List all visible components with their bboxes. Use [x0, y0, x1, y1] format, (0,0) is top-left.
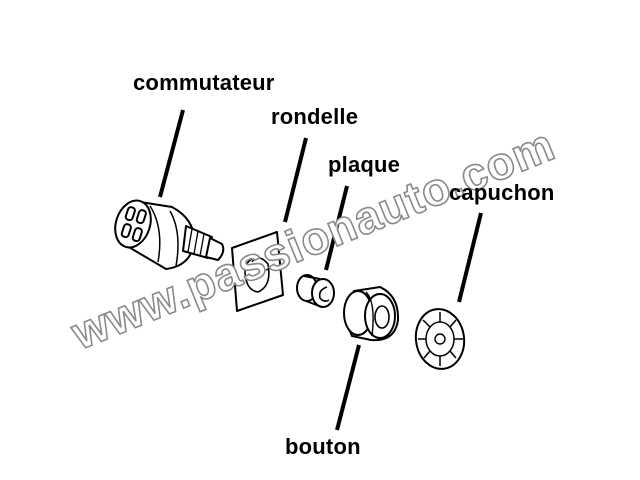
label-plaque: plaque	[328, 152, 401, 177]
leader-line-rondelle	[283, 137, 308, 223]
rondelle-part	[231, 231, 284, 312]
commutateur-part	[114, 199, 225, 270]
bouton-part	[343, 285, 400, 342]
label-capuchon: capuchon	[449, 180, 555, 205]
capuchon-part	[414, 308, 466, 370]
plaque-part	[296, 274, 335, 308]
leader-line-commutateur	[158, 109, 185, 198]
leader-lines	[158, 109, 483, 431]
leader-line-bouton	[335, 344, 361, 431]
label-commutateur: commutateur	[133, 70, 275, 95]
leader-line-capuchon	[457, 212, 483, 303]
label-rondelle: rondelle	[271, 104, 359, 129]
label-bouton: bouton	[285, 434, 361, 459]
leader-line-plaque	[324, 185, 349, 271]
